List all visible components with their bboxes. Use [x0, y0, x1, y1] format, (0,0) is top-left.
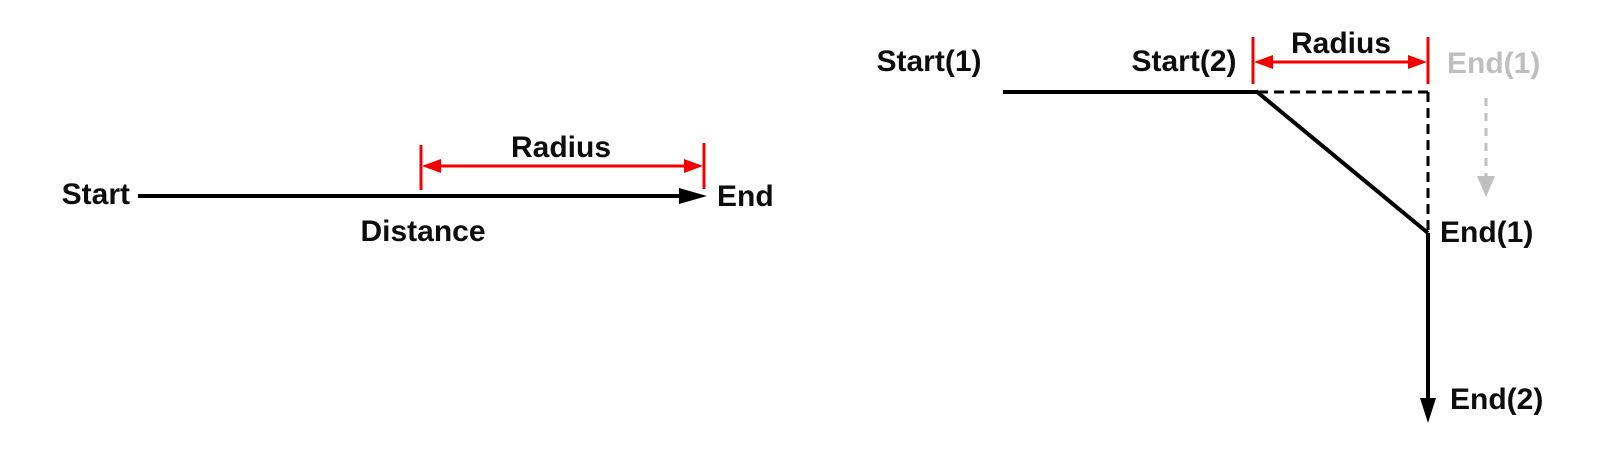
- segment2-arrowhead-icon: [1420, 398, 1436, 423]
- start2-label: Start(2): [1131, 45, 1237, 78]
- start1-label: Start(1): [876, 45, 982, 78]
- radius-label: Radius: [510, 131, 612, 164]
- start-label: Start: [61, 178, 130, 211]
- radius-label: Radius: [1290, 27, 1392, 60]
- radius-arrowhead-left-icon: [422, 159, 441, 173]
- radius-arrowhead-right-icon: [684, 159, 703, 173]
- end1-label: End(1): [1440, 216, 1534, 249]
- distance-arrowhead-icon: [679, 188, 707, 204]
- radius-arrowhead-left-icon: [1254, 55, 1273, 69]
- turn-route-diagram: [1003, 37, 1495, 423]
- straight-route-diagram: [138, 143, 707, 204]
- radius-arrowhead-right-icon: [1408, 55, 1427, 69]
- segment-diagonal-line: [1254, 89, 1430, 235]
- end-label: End: [717, 180, 774, 213]
- distance-label: Distance: [360, 215, 486, 248]
- end2-label: End(2): [1450, 383, 1544, 416]
- ghost-drop-arrowhead-icon: [1477, 176, 1495, 197]
- end1-ghost-label: End(1): [1447, 47, 1541, 80]
